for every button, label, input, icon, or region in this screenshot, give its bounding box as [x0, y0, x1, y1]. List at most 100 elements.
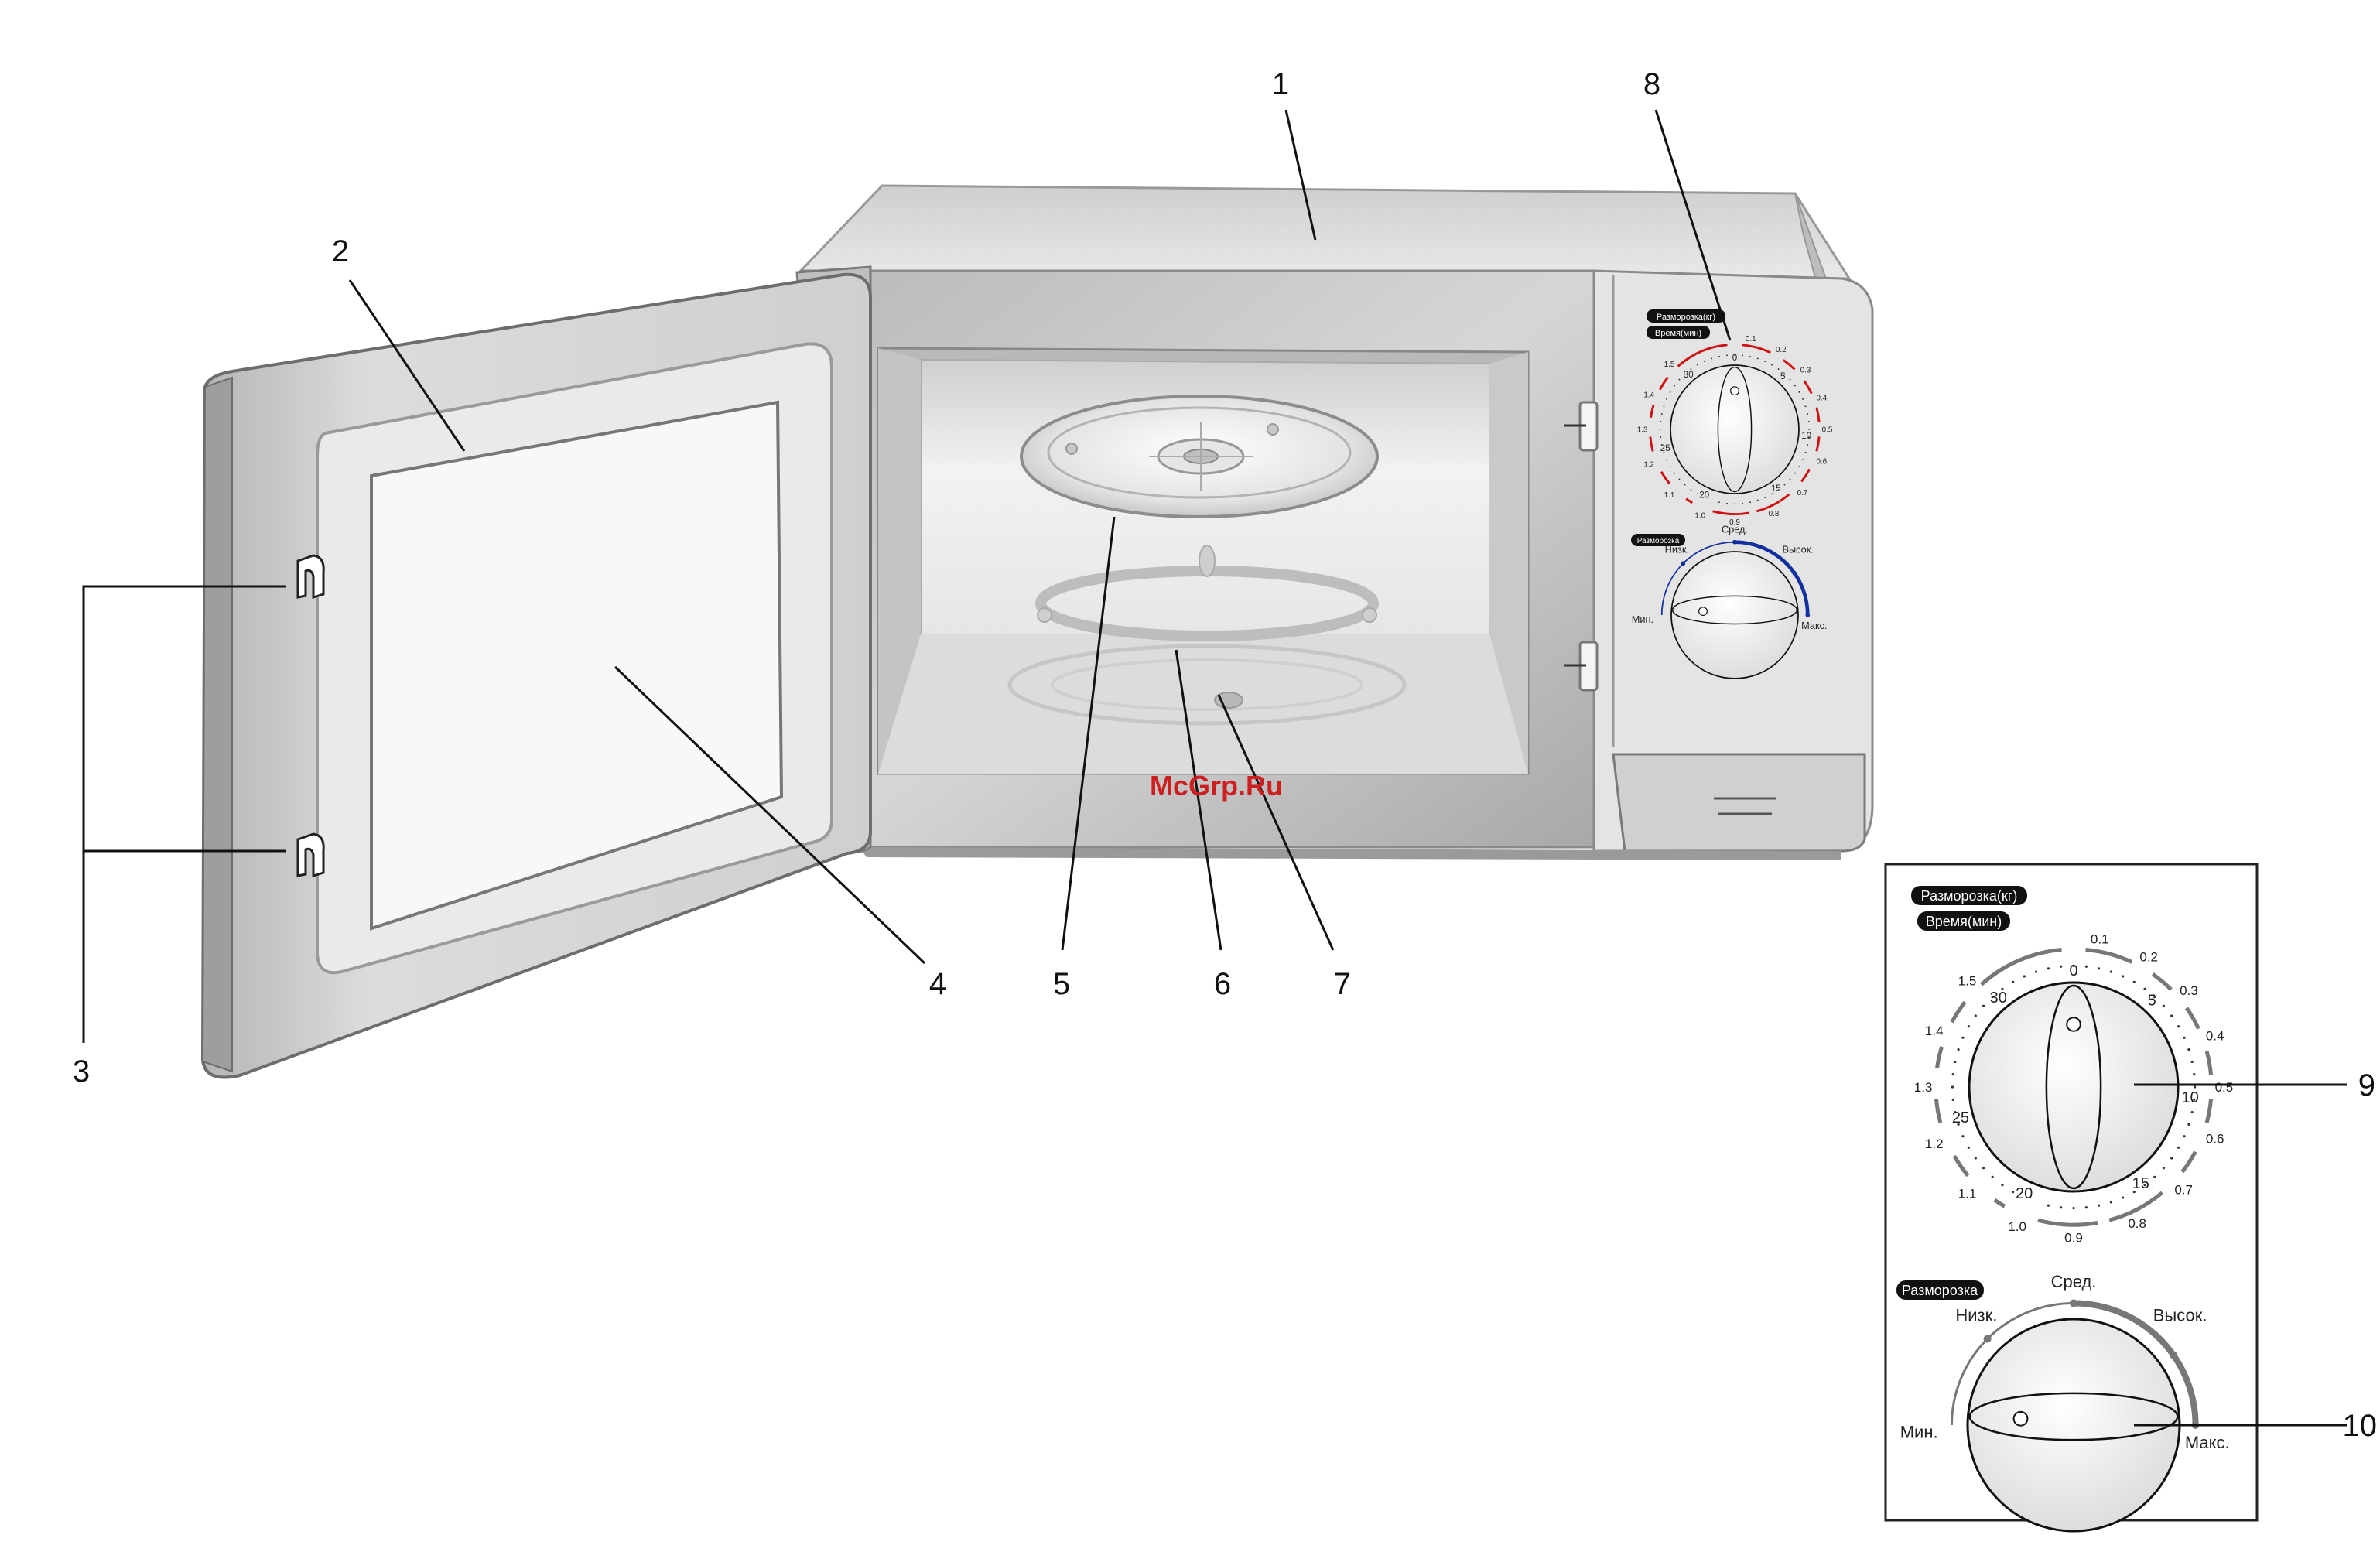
time-scale-dot: [1991, 996, 1994, 999]
callout-4: 4: [929, 967, 946, 1001]
callout-2: 2: [332, 234, 349, 268]
timer-knob-indicator: [2066, 1017, 2081, 1032]
weight-mark-w02: 0.2: [1776, 346, 1787, 354]
weight-scale-arc: [1934, 1099, 1943, 1123]
time-scale-dot: [1718, 501, 1720, 504]
time-scale-dot: [1957, 1048, 1960, 1051]
timer-knob[interactable]: [1670, 364, 1800, 494]
time-scale-dot: [2190, 1060, 2194, 1064]
power-knob[interactable]: [1670, 551, 1799, 679]
weight-mark-w11: 1.1: [1958, 1186, 1977, 1201]
time-scale-dot: [1802, 459, 1804, 461]
weight-mark-w07: 0.7: [1797, 489, 1808, 497]
time-scale-dot: [2187, 1123, 2190, 1126]
time-scale-dot: [1669, 466, 1671, 468]
weight-scale-arc: [1660, 471, 1671, 485]
time-scale-dot: [1684, 373, 1686, 375]
time-scale-dot: [1798, 466, 1800, 468]
timer-knob[interactable]: [1968, 981, 2180, 1193]
power-label-high: Высок.: [2153, 1306, 2207, 1325]
door-hook-upper: [296, 554, 325, 600]
time-scale-dot: [1789, 478, 1791, 480]
time-scale-dot: [2072, 1207, 2075, 1210]
timer-knob-indicator: [1730, 386, 1739, 396]
time-scale-dot: [1982, 1167, 1985, 1170]
weight-scale-arc: [1803, 380, 1813, 395]
weight-mark-w05: 0.5: [2215, 1080, 2234, 1095]
door-window: [370, 400, 784, 931]
weight-mark-w03: 0.3: [1800, 367, 1811, 375]
weight-mark-w15: 1.5: [1664, 361, 1675, 369]
time-scale-dot: [1961, 1135, 1965, 1138]
weight-scale-arc: [1649, 436, 1654, 452]
weight-mark-w15: 1.5: [1958, 974, 1977, 989]
weight-mark-w06: 0.6: [1816, 457, 1827, 466]
time-scale-dot: [1957, 1123, 1960, 1126]
time-scale-dot: [2187, 1048, 2190, 1051]
time-scale-dot: [2190, 1110, 2194, 1114]
power-label-max: Макс.: [1801, 620, 1828, 631]
time-scale-dot: [1807, 436, 1810, 438]
time-mark-t5: 5: [2148, 993, 2156, 1010]
time-scale-dot: [1749, 355, 1751, 357]
time-scale-dot: [1660, 421, 1662, 422]
time-scale-dot: [2023, 975, 2026, 978]
time-scale-dot: [1807, 421, 1810, 422]
time-scale-dot: [1802, 398, 1804, 400]
time-mark-t25: 25: [1952, 1109, 1969, 1126]
weight-scale-arc: [1980, 966, 2006, 986]
weight-scale-arc: [1935, 1046, 1944, 1068]
time-scale-dot: [1982, 1004, 1985, 1007]
time-scale-dot: [1961, 1036, 1965, 1039]
time-scale-dot: [2162, 1004, 2165, 1007]
time-scale-dot: [2084, 1206, 2088, 1209]
time-scale-dot: [1756, 499, 1759, 501]
weight-scale-arc: [2184, 1007, 2200, 1030]
time-scale-dot: [2122, 975, 2125, 978]
timer-dial-small: Разморозка(кг) Время(мин) 0510152025300.…: [1637, 309, 1833, 527]
time-mark-t5: 5: [1780, 371, 1785, 381]
timer-time-label-small: Время(мин): [1655, 329, 1701, 338]
weight-mark-w10: 1.0: [1694, 511, 1705, 520]
time-mark-t15: 15: [2132, 1175, 2149, 1192]
weight-scale-arc: [2085, 947, 2133, 964]
time-scale-dot: [1734, 354, 1735, 356]
power-mark-dot-low: [1681, 561, 1686, 566]
time-scale-dot: [1991, 1175, 1994, 1178]
weight-scale-arc: [1800, 468, 1811, 483]
time-scale-dot: [2193, 1073, 2196, 1076]
time-scale-dot: [1771, 364, 1773, 366]
weight-mark-w07: 0.7: [2174, 1183, 2193, 1198]
time-scale-dot: [1666, 459, 1667, 461]
weight-mark-w12: 1.2: [1643, 460, 1654, 469]
time-scale-dot: [1749, 501, 1751, 504]
leader-lines: [82, 109, 2347, 1427]
weight-mark-w03: 0.3: [2180, 983, 2198, 998]
time-mark-t20: 20: [1699, 490, 1709, 500]
time-scale-dot: [2162, 1167, 2165, 1170]
time-scale-dot: [2194, 1085, 2197, 1089]
power-mark-dot-low: [1983, 1335, 1992, 1343]
time-scale-dot: [1789, 378, 1791, 381]
weight-scale-arc: [1782, 359, 1796, 371]
time-scale-dot: [2097, 967, 2101, 970]
time-scale-dot: [1742, 354, 1743, 357]
time-scale-dot: [1804, 451, 1807, 453]
callout-7: 7: [1334, 967, 1351, 1001]
time-scale-dot: [1951, 1085, 1954, 1089]
time-scale-dot: [1808, 429, 1811, 430]
weight-mark-w11: 1.1: [1664, 491, 1675, 500]
time-scale-dot: [2072, 964, 2075, 967]
power-knob-indicator: [2012, 1410, 2029, 1427]
weight-mark-w14: 1.4: [1925, 1024, 1944, 1038]
callout-9: 9: [2358, 1068, 2375, 1102]
time-scale-dot: [2153, 1175, 2156, 1178]
time-scale-dot: [1711, 357, 1713, 360]
time-scale-dot: [1659, 429, 1661, 430]
time-scale-dot: [1807, 413, 1809, 415]
time-scale-dot: [1660, 444, 1663, 446]
time-scale-dot: [1777, 368, 1780, 371]
time-scale-dot: [2001, 987, 2004, 990]
time-scale-dot: [2109, 970, 2112, 973]
time-mark-t30: 30: [1990, 990, 2007, 1007]
